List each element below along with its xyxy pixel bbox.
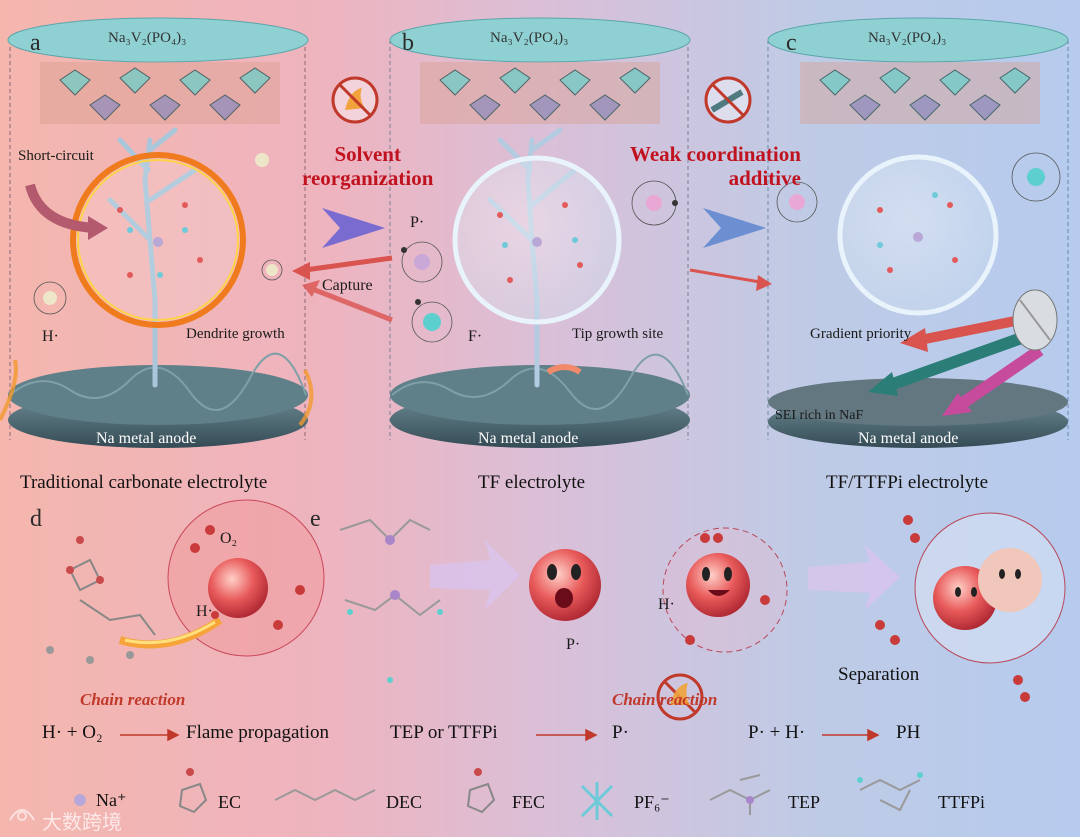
anode-label-a: Na metal anode — [96, 430, 196, 448]
legend-dec: DEC — [386, 792, 422, 813]
panel-letter-b: b — [402, 30, 414, 57]
short-circuit-label: Short-circuit — [18, 148, 94, 165]
panel-letter-c: c — [786, 30, 797, 57]
fec-molecule-icon — [468, 784, 494, 812]
dec-molecule-icon — [275, 790, 375, 800]
watermark-text: 大数跨境 — [42, 806, 122, 835]
p-radical-character — [529, 549, 601, 621]
tip-growth-label: Tip growth site — [572, 326, 663, 343]
crystal-structure-a — [40, 62, 280, 124]
panel-letter-d: d — [30, 506, 42, 533]
sei-label: SEI rich in NaF — [775, 408, 863, 424]
cathode-label-a: Na₃V₂(PO₄)₃ — [108, 30, 186, 47]
arrow-b-to-c — [703, 208, 766, 248]
legend-fec: FEC — [512, 792, 545, 813]
watermark-logo — [10, 810, 34, 820]
arrow-f-to-c — [690, 270, 760, 282]
p-radical-label-e: P· — [566, 636, 580, 654]
legend-tep: TEP — [788, 792, 820, 813]
panel-letter-a: a — [30, 30, 41, 57]
cathode-label-c: Na₃V₂(PO₄)₃ — [868, 30, 946, 47]
eq1-left: H· + O₂ — [42, 722, 103, 744]
anode-label-c: Na metal anode — [858, 430, 958, 448]
eq2-left: TEP or TTFPi — [390, 722, 498, 744]
dendrite-growth-label: Dendrite growth — [186, 326, 285, 343]
chain-reaction-label-2: Chain reaction — [612, 690, 717, 710]
crystal-structure-c — [800, 62, 1040, 124]
h-radical-label-a: H· — [42, 328, 59, 346]
chain-reaction-label-1: Chain reaction — [80, 690, 185, 710]
caption-a: Traditional carbonate electrolyte — [20, 472, 267, 494]
na-ion-icon — [74, 794, 86, 806]
panel-e-graphics — [340, 513, 1065, 702]
legend-ec: EC — [218, 792, 241, 813]
solvent-reorganization-label: Solvent reorganization — [302, 142, 433, 190]
capture-label: Capture — [322, 277, 373, 295]
panel-letter-e: e — [310, 506, 321, 533]
capture-arrow-1 — [305, 258, 392, 270]
eq1-right: Flame propagation — [186, 722, 329, 744]
eq2-right: P· — [612, 722, 629, 744]
no-flame-icon — [333, 78, 377, 122]
arrow-e-1 — [430, 540, 520, 610]
separation-label: Separation — [838, 664, 919, 686]
eq3-left: P· + H· — [748, 722, 805, 744]
f-radical-label-b: F· — [468, 328, 482, 346]
weak-coordination-label: Weak coordination additive — [630, 142, 801, 190]
gradient-priority-label: Gradient priority — [810, 326, 911, 343]
arrow-e-2 — [808, 545, 900, 610]
panel-d-graphics — [46, 500, 324, 664]
crystal-structure-b — [420, 62, 660, 124]
caption-b: TF electrolyte — [478, 472, 585, 494]
p-radical-label-b: P· — [410, 214, 424, 232]
tep-molecule-icon — [710, 775, 770, 815]
no-dendrite-icon — [706, 78, 750, 122]
eq3-right: PH — [896, 722, 920, 744]
anode-label-b: Na metal anode — [478, 430, 578, 448]
h-radical-label-e: H· — [658, 596, 675, 614]
ec-molecule-icon — [180, 784, 206, 812]
o2-label: O₂ — [220, 530, 237, 548]
legend-pf6: PF₆⁻ — [634, 792, 670, 813]
ttfpi-molecule-icon — [860, 780, 920, 810]
h-radical-label-d: H· — [196, 603, 213, 621]
caption-c: TF/TTFPi electrolyte — [826, 472, 988, 494]
legend-ttfpi: TTFPi — [938, 792, 985, 813]
pf6-anion-icon — [582, 782, 612, 820]
arrow-a-to-b — [322, 208, 385, 248]
cathode-label-b: Na₃V₂(PO₄)₃ — [490, 30, 568, 47]
